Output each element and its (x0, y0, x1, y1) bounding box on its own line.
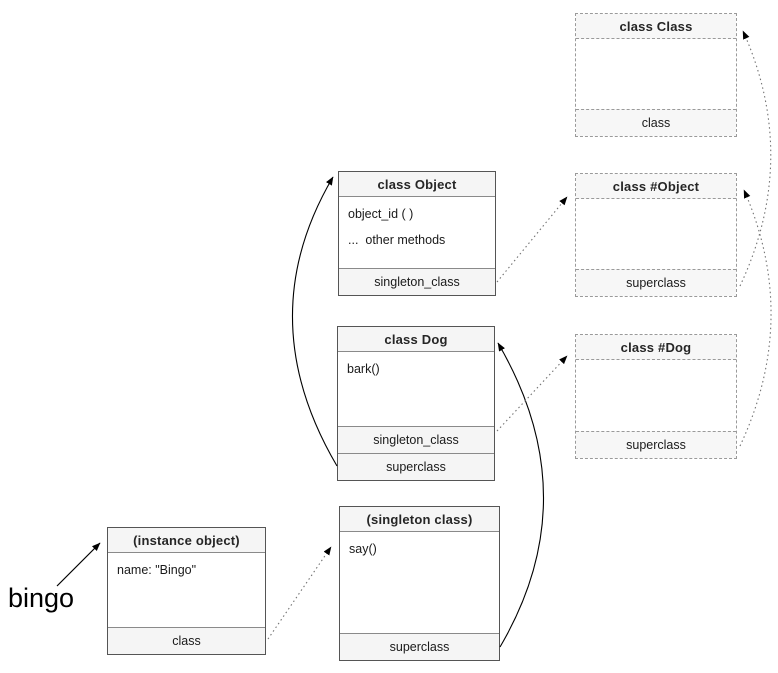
box-footer-class: class (108, 627, 265, 654)
box-body (576, 360, 736, 431)
method-label: object_id ( ) (348, 207, 414, 221)
box-class-dog: class Dog bark() singleton_class supercl… (337, 326, 495, 481)
box-title: (instance object) (108, 528, 265, 553)
box-title: (singleton class) (340, 507, 499, 532)
box-footer-superclass: superclass (340, 633, 499, 660)
box-class-class: class Class class (575, 13, 737, 137)
box-body (576, 39, 736, 109)
box-class-object: class Object object_id ( ) ... other met… (338, 171, 496, 296)
box-class-hash-dog: class #Dog superclass (575, 334, 737, 459)
arrow-object-singleton-to-class-hash-object (496, 196, 568, 283)
box-footer-superclass: superclass (576, 269, 736, 296)
bingo-variable-label: bingo (8, 583, 75, 613)
box-instance-object: (instance object) name: "Bingo" class (107, 527, 266, 655)
box-title: class #Object (576, 174, 736, 199)
box-footer-superclass: superclass (576, 431, 736, 458)
box-title: class Dog (338, 327, 494, 352)
box-footer-singleton-class: singleton_class (338, 426, 494, 453)
box-body: bark() (338, 352, 494, 426)
method-label: bark() (347, 362, 380, 376)
box-footer-superclass: superclass (338, 453, 494, 480)
box-footer-class: class (576, 109, 736, 136)
box-body: say() (340, 532, 499, 633)
box-title: class #Dog (576, 335, 736, 360)
arrow-dog-superclass-to-class-object (291, 176, 338, 467)
attribute-label: name: "Bingo" (117, 563, 197, 577)
arrow-hash-dog-superclass-to-class-hash-object (739, 189, 772, 447)
method-label: ... other methods (348, 233, 446, 247)
arrow-singleton-superclass-to-class-dog (497, 342, 544, 648)
box-body (576, 199, 736, 269)
arrow-hash-object-superclass-to-class-class (739, 30, 772, 287)
method-label: say() (349, 542, 377, 556)
box-title: class Class (576, 14, 736, 39)
box-body: name: "Bingo" (108, 553, 265, 627)
box-footer-singleton-class: singleton_class (339, 268, 495, 295)
box-body: object_id ( ) ... other methods (339, 197, 495, 268)
box-class-hash-object: class #Object superclass (575, 173, 737, 297)
box-singleton-class: (singleton class) say() superclass (339, 506, 500, 661)
arrow-instance-class-to-singleton-class (267, 546, 332, 640)
box-title: class Object (339, 172, 495, 197)
arrow-dog-singleton-to-class-hash-dog (496, 355, 568, 432)
arrow-bingo-to-instance-object (56, 542, 101, 587)
